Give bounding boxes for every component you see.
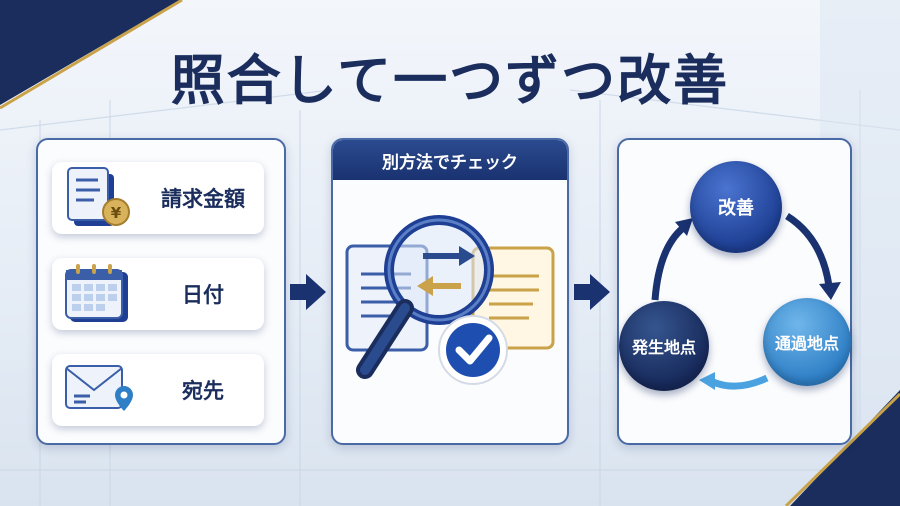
- cycle-node-origin-point: 発生地点: [619, 301, 709, 391]
- check-items-panel: ¥ 請求金額 日付 宛先: [36, 138, 286, 445]
- cycle-node-improve: 改善: [690, 161, 782, 253]
- envelope-location-icon: [65, 365, 133, 411]
- page-title: 照合して一つずつ改善: [170, 48, 730, 112]
- check-card-address: 宛先: [52, 354, 264, 426]
- svg-text:¥: ¥: [111, 204, 122, 222]
- check-label-date: 日付: [182, 283, 224, 307]
- flow-arrow-2: [574, 274, 610, 310]
- corner-accent-top-left: [0, 0, 183, 110]
- method-illustration: [345, 215, 555, 385]
- calendar-icon: [65, 264, 128, 322]
- magnifier-icon: [356, 215, 494, 379]
- check-label-amount: 請求金額: [161, 187, 245, 211]
- cycle-arrows: [651, 213, 841, 390]
- swap-arrows-icon: [417, 246, 475, 296]
- method-header: 別方法でチェック: [333, 140, 567, 180]
- check-card-amount: ¥ 請求金額: [52, 162, 264, 234]
- invoice-yen-icon: ¥: [67, 167, 130, 226]
- checkmark-icon: [438, 315, 508, 385]
- alternate-method-panel: 別方法でチェック: [331, 138, 569, 445]
- corner-accent-bottom-right: [784, 390, 900, 506]
- flow-arrow-1: [290, 274, 326, 310]
- check-card-date: 日付: [52, 258, 264, 330]
- check-label-address: 宛先: [182, 379, 224, 403]
- cycle-node-passing-point: 通過地点: [763, 298, 851, 386]
